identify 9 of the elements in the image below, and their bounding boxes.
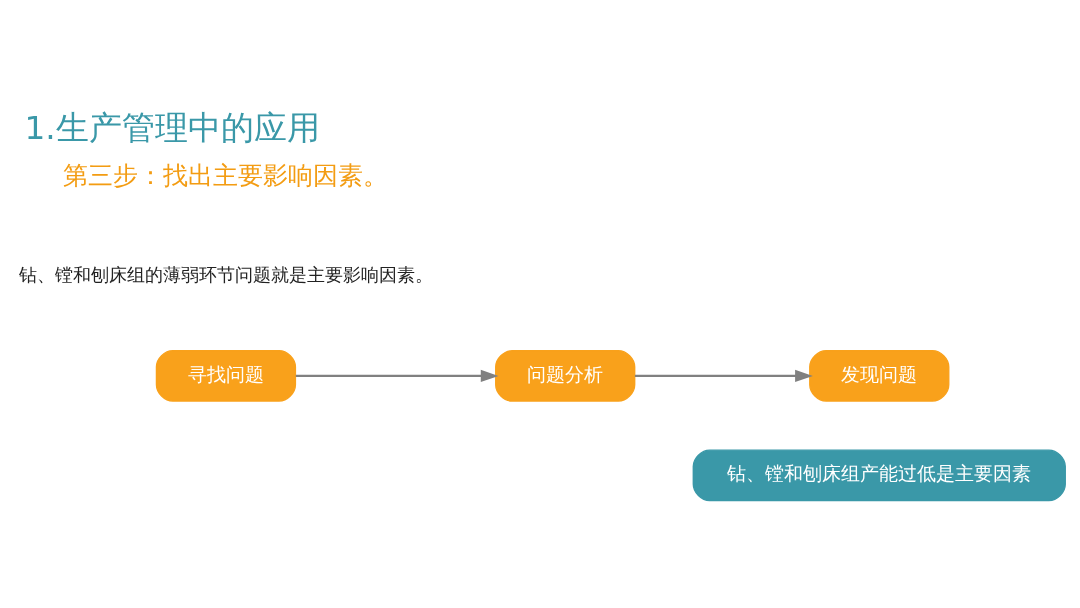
- diagram-title: 1.生产管理中的应用: [24, 109, 320, 148]
- node-box: 钻、镗和刨床组产能过低是主要因素: [692, 449, 1066, 502]
- arrow: [295, 369, 499, 383]
- label: 钻、镗和刨床组的薄弱环节问题就是主要影响因素。: [18, 265, 433, 286]
- node-box: 寻找问题: [155, 350, 297, 402]
- node-box: 问题分析: [495, 350, 636, 402]
- node-box: 发现问题: [809, 350, 950, 402]
- arrow: [634, 369, 813, 383]
- label: 第三步：找出主要影响因素。: [63, 161, 389, 191]
